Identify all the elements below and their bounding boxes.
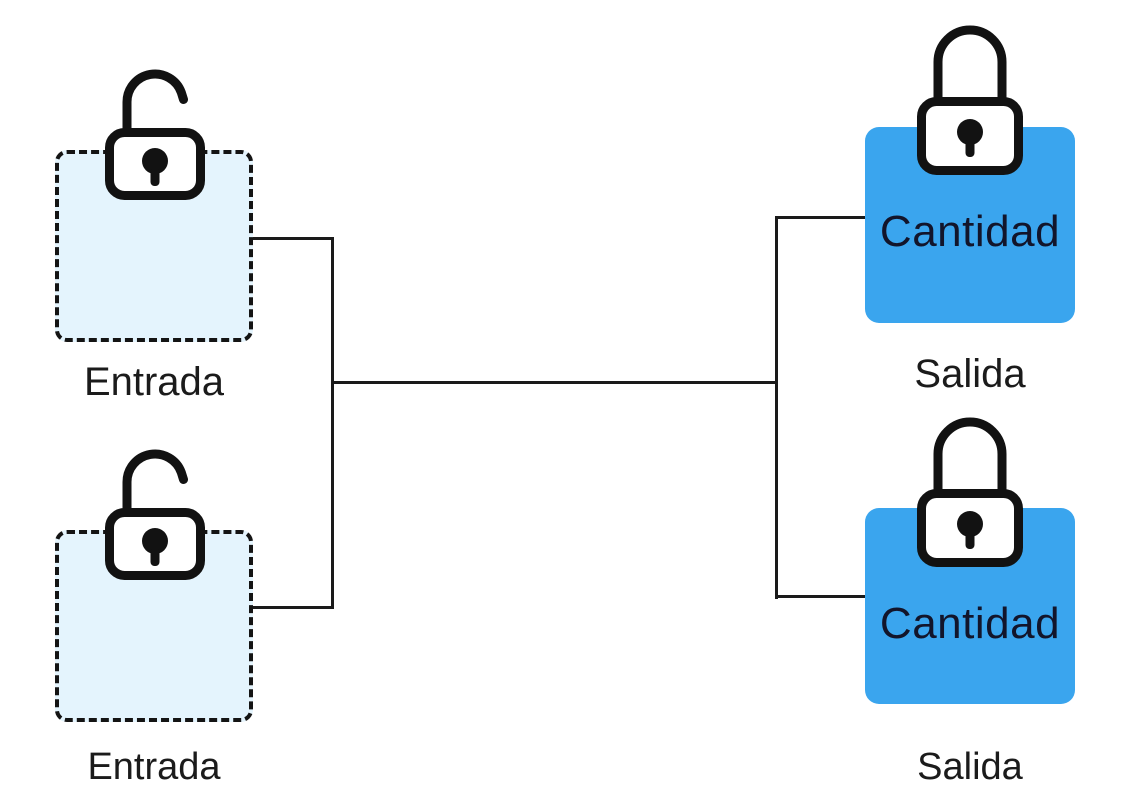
closed-padlock-icon — [917, 25, 1023, 175]
input-label-top: Entrada — [83, 360, 225, 404]
connector-input-top-horizontal — [253, 237, 333, 240]
connector-output-bottom-horizontal — [777, 595, 865, 598]
connector-split-vertical — [775, 216, 778, 599]
output-label-top: Salida — [914, 352, 1026, 396]
connector-output-top-horizontal — [777, 216, 865, 219]
output-label-bottom: Salida — [917, 746, 1023, 788]
output-amount-text: Cantidad — [879, 207, 1061, 256]
connector-merge-vertical — [331, 237, 334, 609]
input-label-bottom: Entrada — [87, 746, 221, 788]
open-padlock-icon — [105, 449, 205, 580]
connector-input-bottom-horizontal — [253, 606, 333, 609]
connector-trunk-horizontal — [331, 381, 777, 384]
closed-padlock-icon — [917, 417, 1023, 567]
open-padlock-icon — [105, 69, 205, 200]
output-amount-text: Cantidad — [879, 599, 1061, 648]
